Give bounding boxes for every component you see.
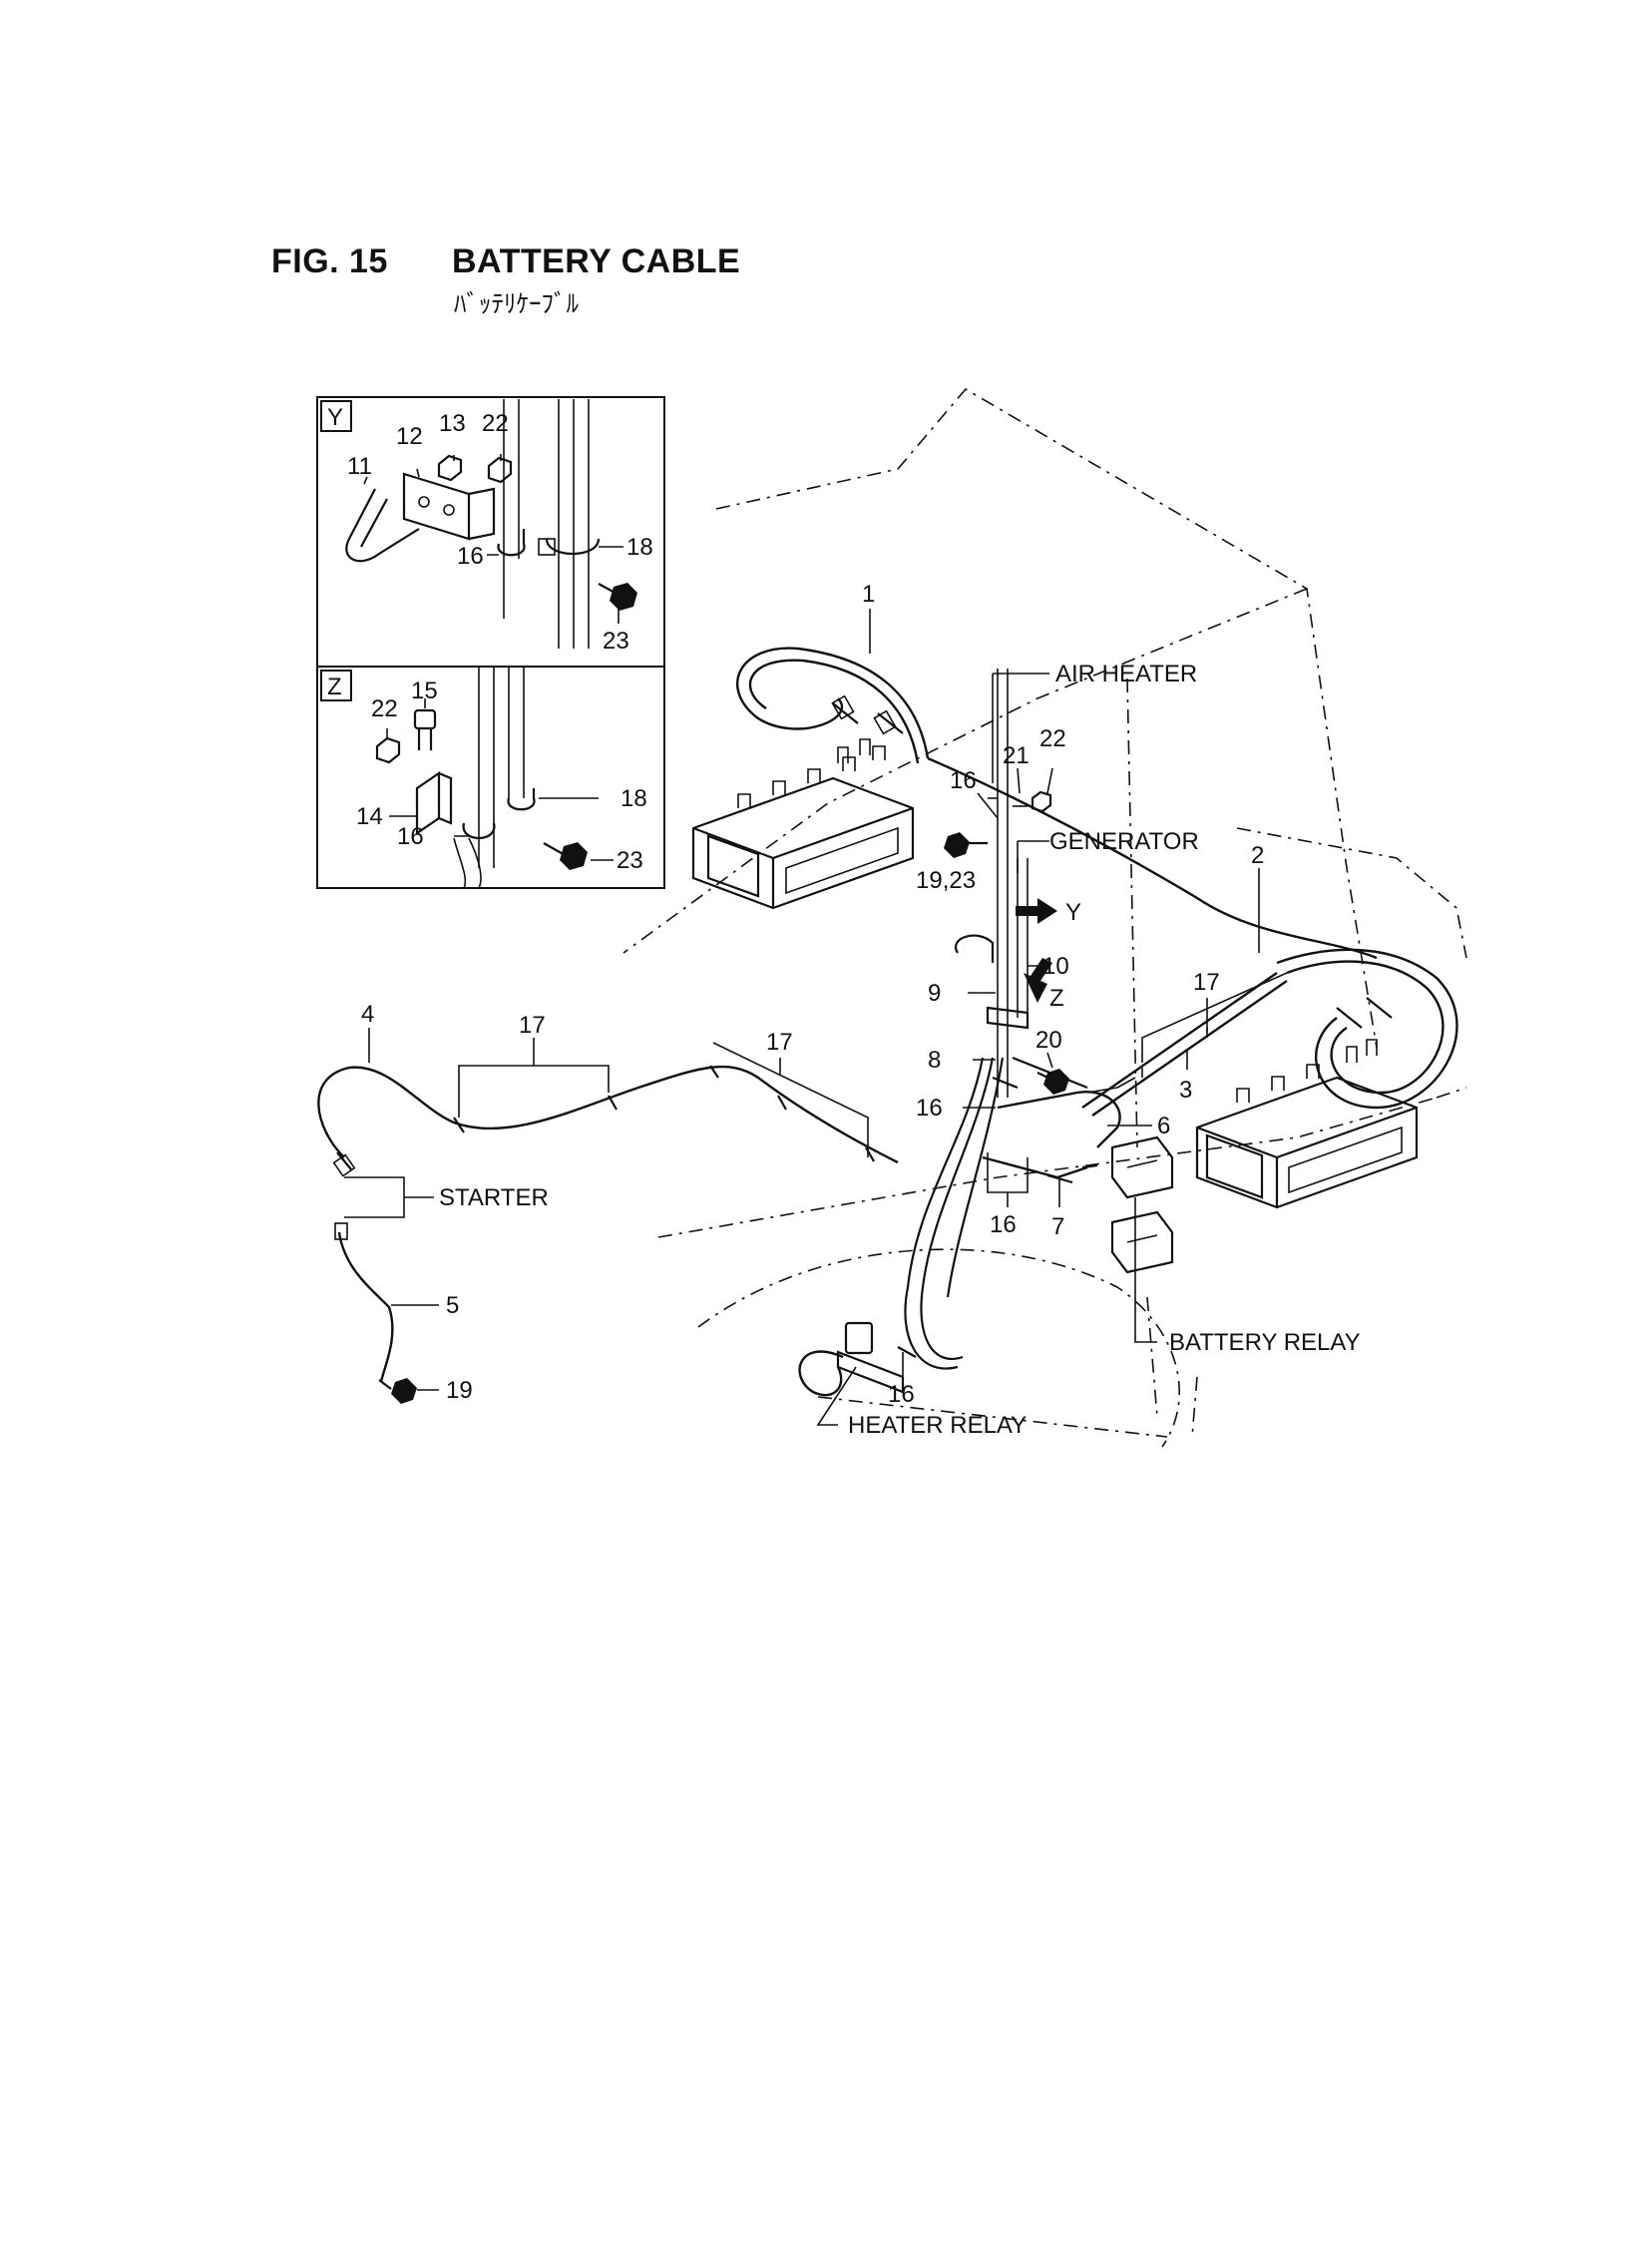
callout-6: 6 (1157, 1113, 1170, 1139)
callout-17-left: 17 (519, 1012, 546, 1039)
center-harness (904, 669, 1088, 1370)
label-arrow-y: Y (1065, 899, 1081, 926)
callout-4: 4 (361, 1001, 374, 1028)
callout-16: 16 (397, 823, 424, 850)
label-arrow-z: Z (1049, 985, 1064, 1012)
callout-17-right: 17 (1193, 969, 1220, 996)
callout-19: 19 (446, 1377, 473, 1404)
callout-22: 22 (1039, 725, 1066, 752)
detail-y-box: Y 11 12 13 22 16 18 23 (316, 396, 665, 668)
cable-5 (334, 1222, 417, 1404)
detail-z-box: Z 15 22 14 16 18 23 (316, 666, 665, 889)
callout-22: 22 (482, 410, 509, 437)
callout-23: 23 (603, 628, 629, 655)
figure-number: FIG. 15 (271, 242, 388, 280)
callout-23: 23 (617, 847, 643, 874)
callout-14: 14 (356, 803, 383, 830)
cable-2 (1276, 948, 1458, 1110)
callout-9: 9 (928, 980, 941, 1007)
callout-16-low: 16 (990, 1211, 1017, 1238)
callout-12: 12 (396, 423, 423, 450)
callout-16: 16 (457, 543, 484, 570)
callout-18: 18 (626, 534, 653, 561)
callout-11: 11 (347, 453, 372, 480)
callout-19-23: 19,23 (916, 867, 976, 894)
detail-y-tag: Y (327, 404, 343, 431)
label-generator: GENERATOR (1049, 828, 1199, 855)
figure-title: BATTERY CABLE (452, 242, 741, 280)
leader-lines (344, 609, 1288, 1426)
label-battery-relay: BATTERY RELAY (1169, 1329, 1361, 1356)
callout-3: 3 (1179, 1077, 1192, 1104)
label-starter: STARTER (439, 1184, 549, 1211)
callout-16-mid: 16 (916, 1095, 943, 1122)
callout-8: 8 (928, 1047, 941, 1074)
callout-20: 20 (1035, 1027, 1062, 1054)
figure-title-jp: ﾊﾞｯﾃﾘｹｰﾌﾞﾙ (454, 289, 580, 318)
label-air-heater: AIR HEATER (1055, 661, 1197, 687)
battery-right (1195, 1039, 1419, 1209)
callout-2: 2 (1251, 842, 1264, 869)
heater-relay (798, 1321, 917, 1397)
battery-relay (1110, 1135, 1174, 1274)
label-heater-relay: HEATER RELAY (848, 1412, 1027, 1439)
cable-4 (317, 1065, 899, 1177)
callout-10: 10 (1042, 953, 1069, 980)
arrow-z (1024, 958, 1052, 1003)
callout-15: 15 (411, 678, 438, 704)
battery-left (691, 738, 915, 910)
callout-13: 13 (439, 410, 466, 437)
callout-22: 22 (371, 695, 398, 722)
cable-1 (736, 647, 1378, 960)
callout-5: 5 (446, 1292, 459, 1319)
callout-17-mid: 17 (766, 1029, 793, 1056)
callout-1: 1 (862, 581, 875, 608)
callout-18: 18 (620, 785, 647, 812)
arrow-y (1016, 898, 1057, 924)
machine-outline (622, 387, 1467, 1448)
callout-16-top: 16 (950, 767, 977, 794)
callout-21: 21 (1003, 742, 1030, 769)
detail-z-tag: Z (327, 674, 342, 700)
callout-16-heater: 16 (888, 1381, 915, 1408)
callout-7: 7 (1051, 1213, 1064, 1240)
